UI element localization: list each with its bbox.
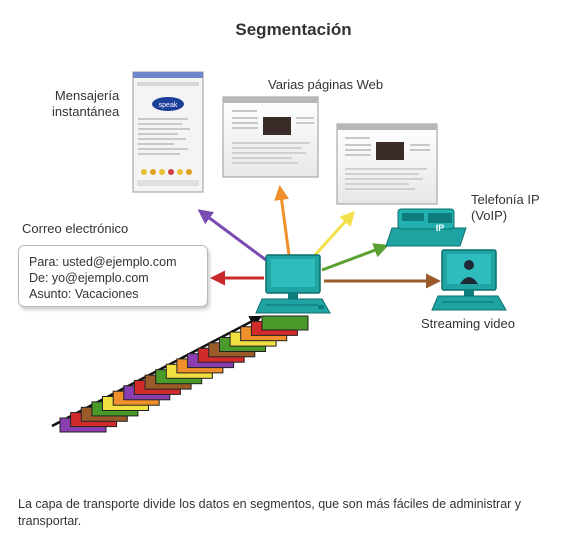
arrow-to-messenger [197,209,267,262]
web-page-window-1 [222,96,319,178]
presenter-head-icon [464,260,474,270]
data-flow-arrows [197,185,441,289]
central-computer-icon [255,254,331,314]
arrow-to-web-page-2 [313,210,356,257]
streaming-video-computer-icon [431,249,507,311]
messenger-logo-icon [152,97,184,111]
email-message-box: Para: usted@ejemplo.com De: yo@ejemplo.c… [18,245,208,307]
arrow-to-voip-phone [321,243,389,272]
label-streaming-video: Streaming video [421,316,515,331]
web-page-window-2 [336,123,438,205]
email-subject: Asunto: Vacaciones [29,287,139,301]
diagram-title: Segmentación [235,20,352,39]
svg-text:speak: speak [159,102,178,109]
data-segment [261,315,309,331]
web-photo-2 [376,142,404,160]
ip-phone-icon: IP [385,208,467,247]
arrow-to-web-page-1 [274,185,291,256]
label-email: Correo electrónico [22,221,129,236]
web-photo-1 [263,117,291,135]
segment-stack [59,315,309,433]
instant-messenger-window: speak [132,71,204,193]
phone-ip-badge: IP [436,223,445,233]
label-voip-line-1: Telefonía IP [471,192,540,207]
emoticon-row-icon [141,169,192,175]
label-web-pages: Varias páginas Web [268,77,384,92]
label-voip: Telefonía IP (VoIP) [471,192,540,224]
label-im-line-2: instantánea [52,104,120,119]
email-from: De: yo@ejemplo.com [29,271,149,285]
label-instant-messaging: Mensajería instantánea [52,88,119,120]
diagram-caption: La capa de transporte divide los datos e… [18,497,522,528]
label-voip-line-2: (VoIP) [471,208,508,223]
label-im-line-1: Mensajería [54,88,120,103]
email-to: Para: usted@ejemplo.com [29,255,177,269]
